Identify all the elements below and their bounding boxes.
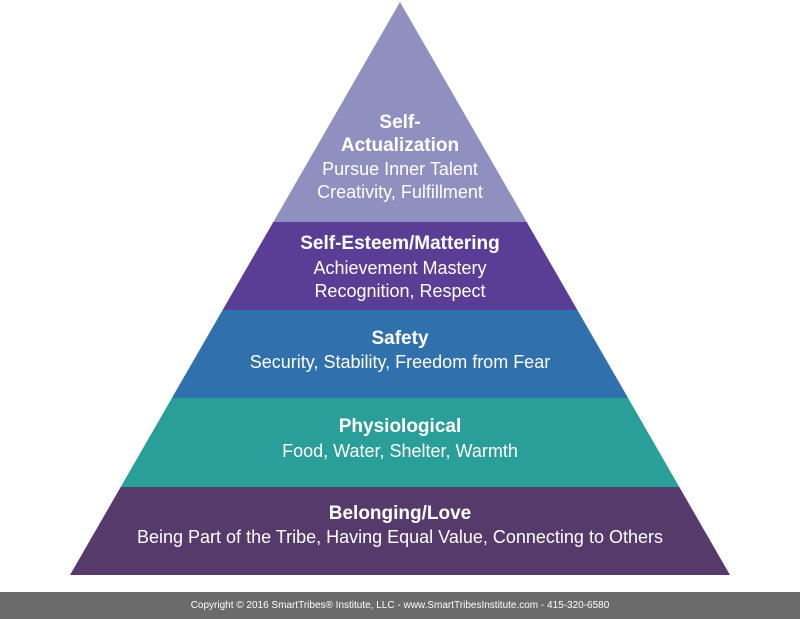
tier-belonging-love (70, 487, 730, 575)
safety-text: Security, Stability, Freedom from Fear (250, 352, 550, 372)
self-esteem-heading: Self-Esteem/Mattering (300, 233, 500, 254)
tier-safety (171, 310, 629, 398)
self-esteem-text-line-2: Recognition, Respect (314, 281, 485, 301)
belonging-love-text: Being Part of the Tribe, Having Equal Va… (137, 527, 663, 547)
self-actualization-heading-line-1: Self- (379, 112, 420, 133)
physiological-text: Food, Water, Shelter, Warmth (282, 441, 518, 461)
copyright-footer: Copyright © 2016 SmartTribes® Institute,… (0, 592, 800, 619)
tier-physiological (120, 398, 680, 487)
tier-self-actualization (273, 2, 527, 222)
self-actualization-heading-line-2: Actualization (341, 135, 459, 156)
belonging-love-heading: Belonging/Love (329, 503, 472, 524)
self-esteem-text-line-1: Achievement Mastery (313, 258, 486, 278)
self-actualization-text-line-1: Pursue Inner Talent (322, 159, 478, 179)
self-actualization-text-line-2: Creativity, Fulfillment (317, 182, 483, 202)
safety-heading: Safety (371, 328, 428, 349)
tier-self-esteem (222, 222, 578, 310)
physiological-heading: Physiological (339, 416, 461, 437)
